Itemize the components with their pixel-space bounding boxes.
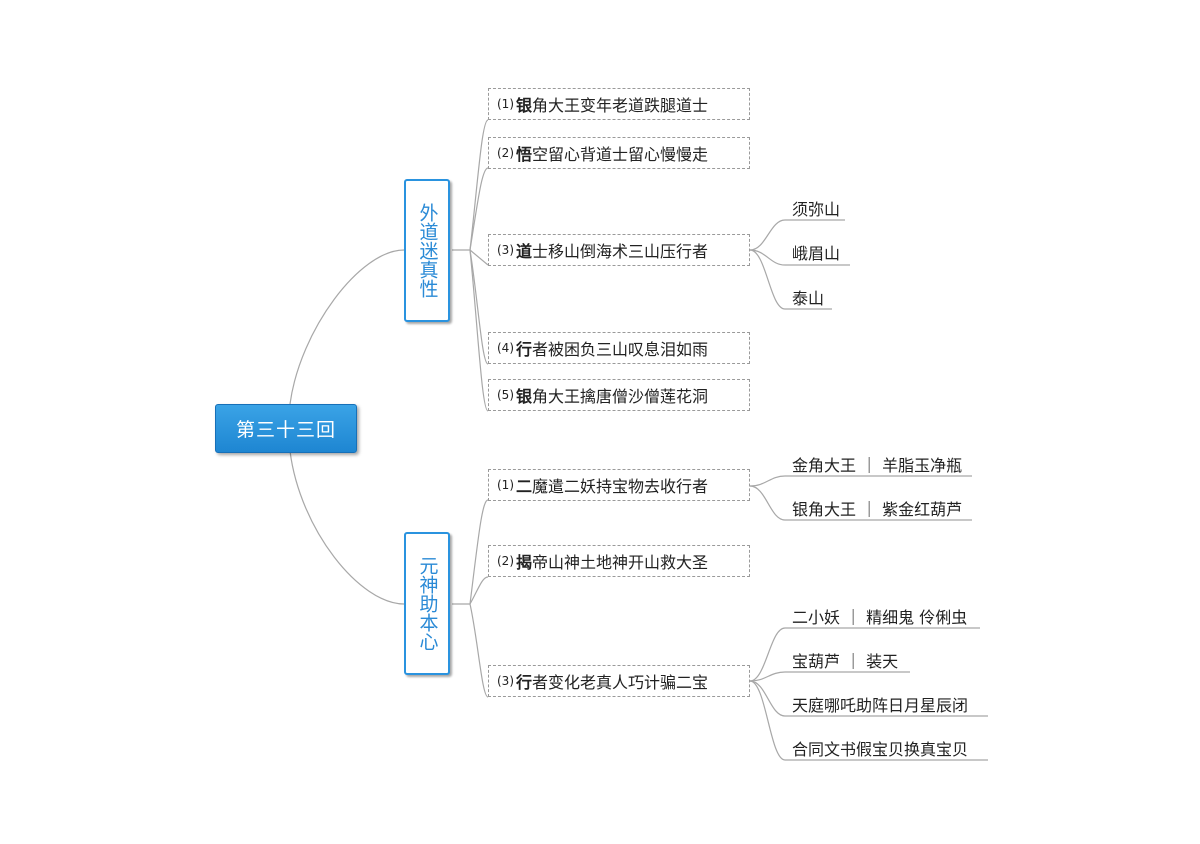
sub-topic[interactable]: 泰山 <box>792 289 825 308</box>
item-text: 角大王擒唐僧沙僧莲花洞 <box>532 387 709 406</box>
leaf-topic[interactable]: (3)行者变化老真人巧计骗二宝 <box>488 665 750 697</box>
sub-topic[interactable]: 金角大王 ｜ 羊脂玉净瓶 <box>792 456 963 475</box>
branch-topic-1[interactable]: 外道迷真性 <box>404 179 450 322</box>
item-text: 者变化老真人巧计骗二宝 <box>532 673 709 692</box>
item-first-char: 银 <box>516 387 533 406</box>
leaf-topic[interactable]: (2)悟空留心背道士留心慢慢走 <box>488 137 750 169</box>
sub-topic[interactable]: 二小妖 ｜ 精细鬼 伶俐虫 <box>792 608 968 627</box>
sub-topic[interactable]: 须弥山 <box>792 200 841 219</box>
leaf-topic[interactable]: (3)道士移山倒海术三山压行者 <box>488 234 750 266</box>
item-number: (2) <box>497 146 514 160</box>
item-text: 空留心背道士留心慢慢走 <box>532 145 709 164</box>
item-number: (3) <box>497 243 514 257</box>
item-number: (2) <box>497 554 514 568</box>
leaf-topic[interactable]: (4)行者被困负三山叹息泪如雨 <box>488 332 750 364</box>
sub-topic[interactable]: 合同文书假宝贝换真宝贝 <box>792 740 969 759</box>
item-text: 角大王变年老道跌腿道士 <box>532 96 709 115</box>
item-text: 帝山神土地神开山救大圣 <box>532 553 709 572</box>
item-number: (3) <box>497 674 514 688</box>
item-first-char: 行 <box>516 340 533 359</box>
item-first-char: 悟 <box>516 145 533 164</box>
item-text: 者被困负三山叹息泪如雨 <box>532 340 709 359</box>
item-number: (5) <box>497 388 514 402</box>
sub-topic[interactable]: 宝葫芦 ｜ 装天 <box>792 652 899 671</box>
sub-topic[interactable]: 银角大王 ｜ 紫金红葫芦 <box>792 500 963 519</box>
leaf-topic[interactable]: (5)银角大王擒唐僧沙僧莲花洞 <box>488 379 750 411</box>
sub-topic[interactable]: 天庭哪吒助阵日月星辰闭 <box>792 696 969 715</box>
item-number: (1) <box>497 478 514 492</box>
item-first-char: 行 <box>516 673 533 692</box>
branch-topic-2[interactable]: 元神助本心 <box>404 532 450 675</box>
item-number: (4) <box>497 341 514 355</box>
leaf-topic[interactable]: (1)二魔遣二妖持宝物去收行者 <box>488 469 750 501</box>
item-first-char: 二 <box>516 477 533 496</box>
sub-topic[interactable]: 峨眉山 <box>792 244 841 263</box>
item-first-char: 道 <box>516 242 533 261</box>
item-first-char: 揭 <box>516 553 533 572</box>
item-text: 士移山倒海术三山压行者 <box>532 242 709 261</box>
item-first-char: 银 <box>516 96 533 115</box>
leaf-topic[interactable]: (1)银角大王变年老道跌腿道士 <box>488 88 750 120</box>
item-text: 魔遣二妖持宝物去收行者 <box>532 477 709 496</box>
root-topic[interactable]: 第三十三回 <box>215 404 357 453</box>
leaf-topic[interactable]: (2)揭帝山神土地神开山救大圣 <box>488 545 750 577</box>
item-number: (1) <box>497 97 514 111</box>
